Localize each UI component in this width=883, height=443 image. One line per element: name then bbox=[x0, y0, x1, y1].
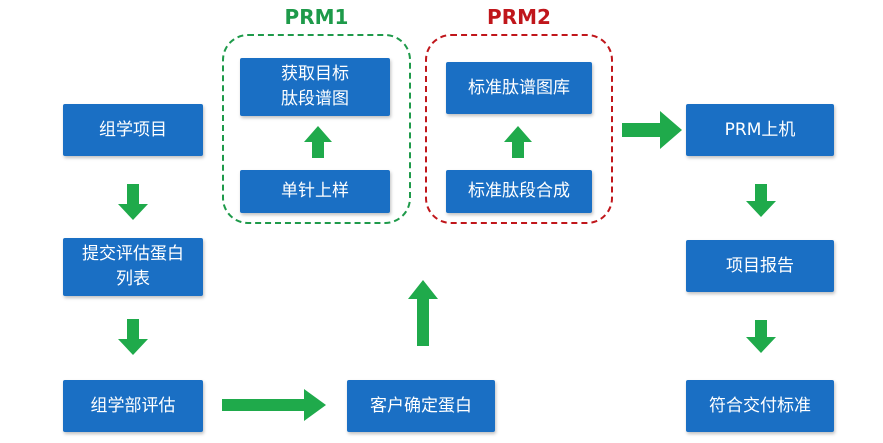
arrow-up-prm1 bbox=[304, 126, 332, 158]
arrow-down-4 bbox=[746, 320, 776, 353]
delivery-standard-box: 符合交付标准 bbox=[686, 380, 834, 432]
arrow-down-2 bbox=[118, 319, 148, 355]
arrow-right-1 bbox=[222, 389, 326, 421]
arrow-down-3 bbox=[746, 184, 776, 217]
target-spectrum-box: 获取目标 肽段谱图 bbox=[240, 58, 390, 116]
prm-onboard-box: PRM上机 bbox=[686, 104, 834, 156]
target-spectrum-line2: 肽段谱图 bbox=[281, 89, 349, 109]
spectral-library-box: 标准肽谱图库 bbox=[446, 62, 592, 114]
client-confirm-protein-box: 客户确定蛋白 bbox=[347, 380, 495, 432]
prm1-title: PRM1 bbox=[284, 5, 349, 29]
zuxue-project-box: 组学项目 bbox=[63, 104, 203, 156]
zuxue-eval-box: 组学部评估 bbox=[63, 380, 203, 432]
arrow-right-2 bbox=[622, 111, 682, 149]
arrow-down-1 bbox=[118, 184, 148, 220]
submit-protein-list-box: 提交评估蛋白 列表 bbox=[63, 238, 203, 296]
submit-protein-list-line2: 列表 bbox=[116, 269, 150, 289]
single-needle-box: 单针上样 bbox=[240, 170, 390, 213]
prm1-group bbox=[222, 34, 411, 224]
arrow-up-prm2 bbox=[504, 126, 532, 158]
target-spectrum-line1: 获取目标 bbox=[281, 64, 349, 85]
arrow-up-1 bbox=[408, 280, 438, 346]
project-report-box: 项目报告 bbox=[686, 240, 834, 292]
prm2-group bbox=[425, 34, 613, 224]
prm2-title: PRM2 bbox=[487, 5, 551, 29]
peptide-synthesis-box: 标准肽段合成 bbox=[446, 170, 592, 213]
submit-protein-list-line1: 提交评估蛋白 bbox=[82, 244, 184, 265]
